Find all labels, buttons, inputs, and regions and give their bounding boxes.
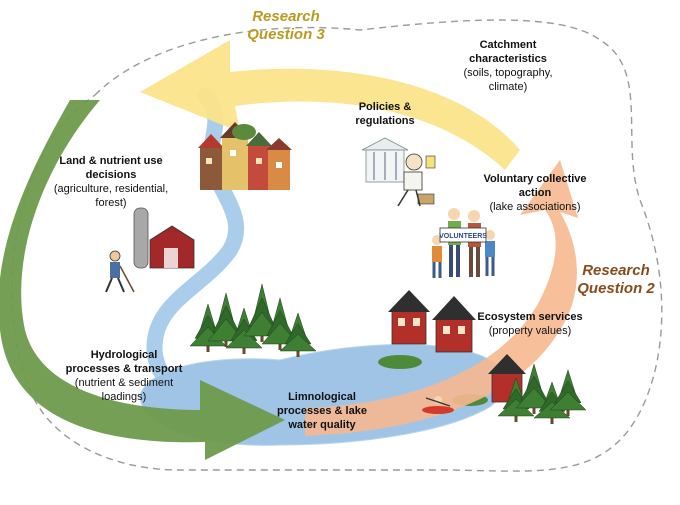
hydro-title2: processes & transport — [65, 363, 183, 375]
rq2-line2: Question 2 — [577, 280, 655, 297]
limno-title2: processes & lake — [277, 405, 367, 417]
policies-title: Policies & — [358, 101, 412, 113]
policies-regulations-label: Policies & regulations — [340, 100, 430, 128]
rq3-arrow — [140, 40, 520, 170]
rq3-line1: Research — [252, 8, 320, 25]
catchment-sub1: (soils, topography, — [463, 67, 553, 79]
pine-trees — [189, 283, 587, 424]
ecosystem-services-label: Ecosystem services (property values) — [470, 310, 590, 338]
pine-tree-icon — [279, 312, 317, 357]
land-use-title: Land & nutrient use — [59, 155, 163, 167]
land-use-sub2: forest) — [95, 197, 127, 209]
research-question-3-label: Research Question 3 — [236, 8, 336, 44]
lake-island — [378, 355, 422, 369]
pine-tree-icon — [515, 363, 553, 414]
town-icon — [198, 122, 292, 190]
land-use-sub1: (agriculture, residential, — [53, 183, 169, 195]
limno-title3: water quality — [288, 419, 356, 431]
hydro-title: Hydrological — [90, 349, 158, 361]
volunteers-icon: VOLUNTEERS — [432, 208, 495, 278]
policies-title2: regulations — [355, 115, 415, 127]
red-house-icon — [388, 290, 526, 403]
voluntary-title2: action — [518, 187, 552, 199]
hydro-sub2: loadings) — [101, 391, 147, 403]
ecosystem-title: Ecosystem services — [477, 311, 583, 323]
catchment-characteristics-label: Catchment characteristics (soils, topogr… — [448, 38, 568, 94]
land-use-title2: decisions — [85, 169, 137, 181]
research-question-2-label: Research Question 2 — [566, 262, 666, 298]
land-nutrient-use-label: Land & nutrient use decisions (agricultu… — [36, 154, 186, 210]
hydrological-processes-label: Hydrological processes & transport (nutr… — [54, 348, 194, 404]
rq2-line1: Research — [582, 262, 650, 279]
voluntary-title: Voluntary collective — [483, 173, 587, 185]
rq3-line2: Question 3 — [247, 26, 325, 43]
farmer-icon — [105, 250, 135, 293]
catchment-title: Catchment characteristics — [469, 39, 547, 65]
catchment-sub2: climate) — [488, 81, 528, 93]
pine-tree-icon — [549, 369, 587, 416]
kayaker-icon — [422, 396, 454, 414]
farm-icon — [133, 207, 195, 269]
limnological-processes-label: Limnological processes & lake water qual… — [262, 390, 382, 432]
policy-person-icon — [361, 137, 436, 207]
voluntary-sub1: (lake associations) — [489, 201, 581, 213]
volunteers-sign-text: VOLUNTEERS — [439, 233, 487, 240]
hydro-sub1: (nutrient & sediment — [74, 377, 174, 389]
land-to-lake-arrow — [0, 100, 285, 460]
voluntary-collective-action-label: Voluntary collective action (lake associ… — [470, 172, 600, 214]
ecosystem-sub1: (property values) — [488, 325, 572, 337]
limno-title: Limnological — [288, 391, 356, 403]
